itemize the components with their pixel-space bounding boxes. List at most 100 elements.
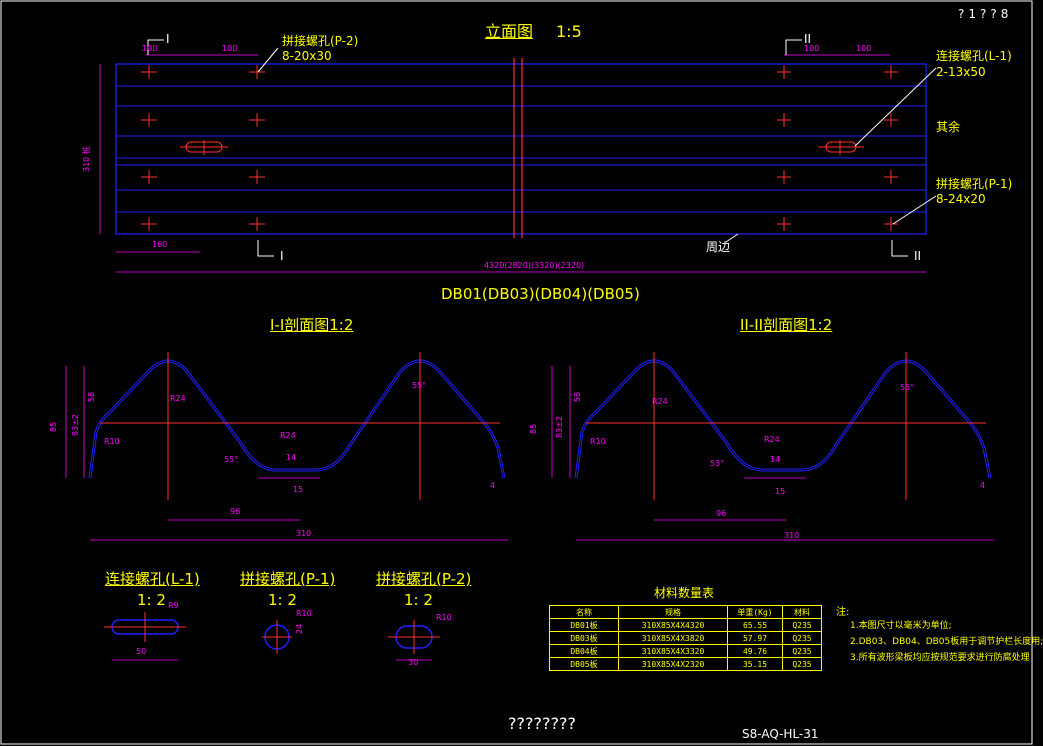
elevation-name: DB01(DB03)(DB04)(DB05): [441, 285, 640, 303]
material-table: 名称 规格 单重(Kg) 材料 DB01板 310X85X4X4320 65.5…: [549, 605, 822, 671]
section-profiles: [65, 352, 994, 541]
dimension-text: 100: [222, 44, 238, 53]
detail-scale: 1: 2: [268, 591, 297, 609]
bolt-hole: [777, 170, 791, 184]
dimension-text: 53°: [710, 459, 725, 468]
bolt-hole: [141, 217, 157, 231]
table-cell: DB03板: [549, 631, 619, 645]
bolt-hole: [777, 65, 791, 79]
dimension-text: R10: [590, 437, 606, 446]
dimension-text: R10: [436, 613, 452, 622]
section-marker-label: I: [280, 249, 284, 263]
table-cell: 57.97: [727, 631, 783, 645]
material-table-title: 材料数量表: [654, 586, 715, 600]
bolt-hole: [884, 217, 898, 231]
dimension-text: 4: [980, 481, 986, 490]
table-cell: Q235: [782, 644, 822, 658]
dimension-text: 55°: [224, 455, 239, 464]
dimension-text: 100: [856, 44, 872, 53]
dimension-text: 96: [716, 509, 727, 518]
table-row: DB03板 310X85X4X3820 57.97 Q235: [549, 631, 822, 645]
detail-scale: 1: 2: [137, 591, 166, 609]
corner-id: ?1??8: [958, 7, 1013, 21]
table-cell: DB05板: [549, 657, 619, 671]
dimension-text: 310: [296, 529, 312, 538]
dimension-text: R10: [296, 609, 312, 618]
table-row: DB01板 310X85X4X4320 65.55 Q235: [549, 618, 822, 632]
dimension-text: 160: [152, 240, 168, 249]
slot-hole: [180, 140, 228, 155]
bolt-hole: [884, 170, 898, 184]
leader-line: [892, 195, 937, 225]
drawing-number: S8-AQ-HL-31: [742, 727, 819, 741]
table-cell: DB04板: [549, 644, 619, 658]
elevation-panel: [99, 54, 927, 273]
table-header: 规格: [618, 605, 728, 619]
dimension-text: R10: [104, 437, 120, 446]
dimension-text: 310: [784, 531, 800, 540]
bolt-hole: [141, 113, 157, 127]
table-header: 名称: [549, 605, 619, 619]
callout-spec: 8-24x20: [936, 192, 986, 206]
table-cell: 310X85X4X2320: [618, 657, 728, 671]
table-cell: Q235: [782, 657, 822, 671]
table-cell: Q235: [782, 631, 822, 645]
w-beam-profile: [574, 359, 992, 479]
detail-title: 拼接螺孔(P-2): [376, 570, 472, 588]
notes-title: 注:: [836, 607, 850, 618]
detail-scale: 1: 2: [404, 591, 433, 609]
section-markers: [147, 39, 937, 257]
callout-spec: 8-20x30: [282, 49, 332, 63]
dimension-text: 55°: [900, 383, 915, 392]
dimension-text: 100: [804, 44, 820, 53]
leader-line: [257, 47, 279, 73]
dimension-text: R24: [280, 431, 296, 440]
leader-line: [854, 67, 937, 147]
footer-label: ????????: [508, 714, 576, 733]
dimension-text: 14: [286, 453, 297, 462]
bolt-hole: [249, 113, 265, 127]
detail-holes: [104, 612, 440, 661]
table-cell: 49.76: [727, 644, 783, 658]
bolt-hole: [884, 65, 898, 79]
dimension-text: 83±2: [555, 416, 564, 438]
dimension-text: 24: [295, 623, 304, 634]
table-cell: DB01板: [549, 618, 619, 632]
slot-hole: [818, 140, 864, 155]
w-beam-profile-inner: [575, 360, 991, 479]
dimension-text: 58: [87, 391, 96, 402]
dimension-text: 15: [775, 487, 786, 496]
table-cell: 310X85X4X3320: [618, 644, 728, 658]
panel-outline: [115, 63, 927, 235]
dimension-text: 30: [408, 658, 419, 667]
table-cell: 65.55: [727, 618, 783, 632]
bolt-hole: [141, 65, 157, 79]
elevation-bolt-holes: [141, 65, 898, 231]
dimension-text: 310 桩: [82, 146, 91, 172]
table-header: 单重(Kg): [727, 605, 783, 619]
table-header: 材料: [782, 605, 822, 619]
section-i-title: I-I剖面图1:2: [270, 316, 354, 334]
bolt-hole: [884, 113, 898, 127]
note-item: 3.所有波形梁板均应按规范要求进行防腐处理: [850, 653, 1030, 663]
note-item: 1.本图尺寸以毫米为单位;: [850, 621, 952, 631]
dimension-text: 85: [49, 421, 58, 432]
table-row: DB04板 310X85X4X3320 49.76 Q235: [549, 644, 822, 658]
detail-title: 拼接螺孔(P-1): [240, 570, 336, 588]
dimension-text: 58: [573, 391, 582, 402]
dimension-text: R9: [168, 601, 179, 610]
dimension-text: 83±2: [71, 414, 80, 436]
leader-line: [725, 233, 739, 243]
dimension-text: 100: [142, 44, 158, 53]
section-marker-label: II: [914, 249, 922, 263]
callout-edge: 周边: [706, 240, 731, 254]
table-cell: 310X85X4X3820: [618, 631, 728, 645]
bolt-hole: [249, 217, 265, 231]
dimension-text: 14: [770, 455, 781, 464]
table-cell: 35.15: [727, 657, 783, 671]
table-cell: Q235: [782, 618, 822, 632]
detail-title: 连接螺孔(L-1): [105, 570, 200, 588]
bolt-hole: [777, 113, 791, 127]
